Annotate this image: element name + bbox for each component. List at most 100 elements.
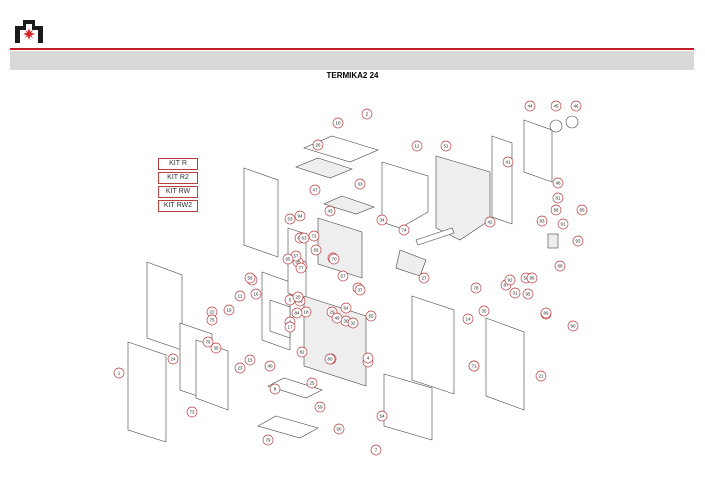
callout-circle [234,362,246,374]
part-callout-93[interactable]: 93 [572,235,584,247]
part-callout-76[interactable]: 76 [202,336,214,348]
part-callout-39[interactable]: 39 [210,342,222,354]
part-callout-15[interactable]: 15 [244,354,256,366]
part-callout-10[interactable]: 10 [332,117,344,129]
part-callout-91[interactable]: 91 [557,218,569,230]
part-callout-9[interactable]: 9 [269,383,281,395]
part-callout-71[interactable]: 71 [468,360,480,372]
part-callout-25[interactable]: 25 [306,377,318,389]
part-callout-51[interactable]: 51 [440,140,452,152]
part-callout-34[interactable]: 34 [376,214,388,226]
callout-circle [570,100,582,112]
callout-circle [572,235,584,247]
callout-number: 59 [317,405,323,410]
part-callout-44[interactable]: 44 [524,100,536,112]
kit-item[interactable]: KIT RW [158,186,198,198]
part-callout-20[interactable]: 20 [292,291,304,303]
part-callout-82[interactable]: 82 [296,346,308,358]
part-callout-90[interactable]: 90 [567,320,579,332]
part-callout-32[interactable]: 32 [347,317,359,329]
part-callout-53[interactable]: 53 [284,213,296,225]
part-callout-63[interactable]: 63 [298,232,310,244]
part-callout-7[interactable]: 7 [370,444,382,456]
part-callout-47[interactable]: 47 [309,184,321,196]
part-callout-68[interactable]: 68 [550,204,562,216]
part-callout-74[interactable]: 74 [398,224,410,236]
part-callout-33[interactable]: 33 [354,178,366,190]
part-callout-80[interactable]: 80 [324,353,336,365]
part-callout-17[interactable]: 17 [284,321,296,333]
part-callout-94[interactable]: 94 [294,210,306,222]
part-callout-60[interactable]: 60 [333,423,345,435]
part-callout-59[interactable]: 59 [314,401,326,413]
part-callout-73[interactable]: 73 [186,406,198,418]
callout-number: 28 [295,260,301,265]
callout-circle [282,253,294,265]
part-callout-21[interactable]: 21 [535,370,547,382]
part-callout-95[interactable]: 95 [522,288,534,300]
part-callout-26[interactable]: 26 [312,139,324,151]
part-callout-54[interactable]: 54 [376,410,388,422]
kit-item[interactable]: KIT RW2 [158,200,198,212]
callout-circle [468,360,480,372]
part-callout-56[interactable]: 56 [244,272,256,284]
callout-number: 83 [539,219,545,224]
part-callout-67[interactable]: 67 [337,270,349,282]
callout-circle [337,270,349,282]
part-callout-4[interactable]: 4 [362,352,374,364]
callout-circle [234,290,246,302]
kit-item[interactable]: KIT R2 [158,172,198,184]
callout-circle [328,253,340,265]
part-callout-70[interactable]: 70 [328,253,340,265]
part-callout-69[interactable]: 69 [310,244,322,256]
part-callout-45[interactable]: 45 [550,100,562,112]
part-callout-40[interactable]: 40 [264,360,276,372]
part-callout-86[interactable]: 86 [526,272,538,284]
part-callout-85[interactable]: 85 [576,204,588,216]
callout-circle [309,184,321,196]
part-callout-64[interactable]: 64 [340,302,352,314]
part-callout-2[interactable]: 2 [361,108,373,120]
callout-circle [291,307,303,319]
part-callout-22[interactable]: 22 [206,306,218,318]
part-callout-27[interactable]: 27 [418,272,430,284]
kit-item[interactable]: KIT R [158,158,198,170]
part-callout-41[interactable]: 41 [502,156,514,168]
part-callout-89[interactable]: 89 [540,307,552,319]
part-callout-18[interactable]: 18 [300,306,312,318]
part-callout-35[interactable]: 35 [478,305,490,317]
part-callout-75[interactable]: 75 [206,314,218,326]
part-callout-83[interactable]: 83 [536,215,548,227]
callout-number: 79 [265,438,271,443]
callout-number: 89 [543,311,549,316]
callout-circle [365,310,377,322]
callout-circle [210,342,222,354]
part-callout-81[interactable]: 81 [552,192,564,204]
part-callout-49[interactable]: 49 [331,312,343,324]
part-callout-42[interactable]: 42 [484,216,496,228]
part-callout-1[interactable]: 1 [113,367,125,379]
part-callout-11[interactable]: 11 [234,290,246,302]
part-callout-72[interactable]: 72 [308,230,320,242]
part-callout-16[interactable]: 16 [250,288,262,300]
part-callout-88[interactable]: 88 [554,260,566,272]
part-callout-92[interactable]: 92 [504,274,516,286]
part-callout-65[interactable]: 65 [282,253,294,265]
part-callout-24[interactable]: 24 [167,353,179,365]
part-callout-14[interactable]: 14 [462,313,474,325]
callout-number: 2 [366,112,369,117]
part-callout-79[interactable]: 79 [262,434,274,446]
part-callout-12[interactable]: 12 [411,140,423,152]
part-callout-46[interactable]: 46 [570,100,582,112]
part-callout-55[interactable]: 55 [365,310,377,322]
callout-circle [298,232,310,244]
part-callout-78[interactable]: 78 [470,282,482,294]
part-callout-19[interactable]: 19 [223,304,235,316]
part-callout-23[interactable]: 23 [234,362,246,374]
part-callout-48[interactable]: 48 [552,177,564,189]
part-callout-77[interactable]: 77 [295,262,307,274]
part-callout-37[interactable]: 37 [354,284,366,296]
part-callout-84[interactable]: 84 [291,307,303,319]
part-callout-43[interactable]: 43 [324,205,336,217]
part-callout-31[interactable]: 31 [509,287,521,299]
